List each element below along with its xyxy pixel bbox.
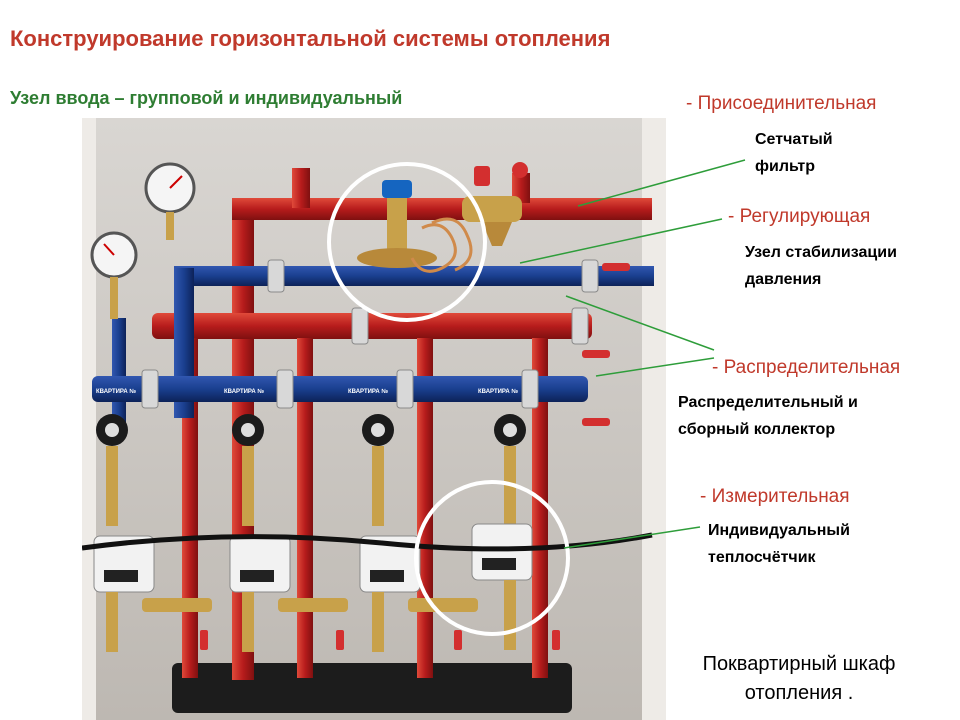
label-mesh-filter-line2: фильтр xyxy=(755,158,816,175)
apartment-branch-1 xyxy=(93,414,212,652)
return-collector-pipe xyxy=(92,376,588,402)
label-collector-line1: Распределительный и xyxy=(678,394,858,411)
apartment-label-2: КВАРТИРА № xyxy=(224,388,264,395)
supply-collector-pipe xyxy=(152,313,592,339)
label-pressure-unit-line2: давления xyxy=(745,271,822,288)
apartment-label-3: КВАРТИРА № xyxy=(348,388,388,395)
pressure-regulator xyxy=(357,180,473,273)
slide-subtitle: Узел ввода – групповой и индивидуальный xyxy=(10,88,403,108)
label-heat-meter: Индивидуальный теплосчётчик xyxy=(708,517,850,571)
highlight-circle-bottom xyxy=(414,480,570,636)
cabinet-drain-tray xyxy=(172,663,572,713)
apartment-label-4: КВАРТИРА № xyxy=(478,388,518,395)
apartment-branch-2 xyxy=(229,414,348,652)
label-pressure-unit-line1: Узел стабилизации xyxy=(745,244,897,261)
apartment-branch-3 xyxy=(359,414,478,652)
label-heat-meter-line1: Индивидуальный xyxy=(708,522,850,539)
return-outlet-pipe xyxy=(174,266,654,286)
label-connecting: - Присоединительная xyxy=(686,93,877,114)
label-mesh-filter-line1: Сетчатый xyxy=(755,131,833,148)
slide-title: Конструирование горизонтальной системы о… xyxy=(10,26,611,51)
highlight-circle-top xyxy=(327,162,487,322)
label-heat-meter-line2: теплосчётчик xyxy=(708,549,816,566)
mesh-strainer xyxy=(462,166,522,246)
apartment-label-1: КВАРТИРА № xyxy=(96,388,136,395)
label-collector-line2: сборный коллектор xyxy=(678,421,836,438)
label-collector: Распределительный и сборный коллектор xyxy=(678,389,858,443)
cabinet-left-frame xyxy=(82,118,96,720)
pressure-gauge-top xyxy=(144,162,196,240)
caption-line1: Поквартирный шкаф xyxy=(702,653,896,675)
label-mesh-filter: Сетчатый фильтр xyxy=(755,126,833,180)
label-regulating: - Регулирующая xyxy=(728,206,871,227)
heating-cabinet-photo: КВАРТИРА № КВАРТИРА № КВАРТИРА № КВАРТИР… xyxy=(82,118,666,720)
label-distributing: - Распределительная xyxy=(712,357,901,378)
caption-line2: отопления . xyxy=(744,682,854,704)
pressure-gauge-left xyxy=(90,231,138,319)
label-measuring: - Измерительная xyxy=(700,486,850,507)
slide-caption: Поквартирный шкаф отопления . xyxy=(664,650,934,708)
label-pressure-unit: Узел стабилизации давления xyxy=(745,239,897,293)
